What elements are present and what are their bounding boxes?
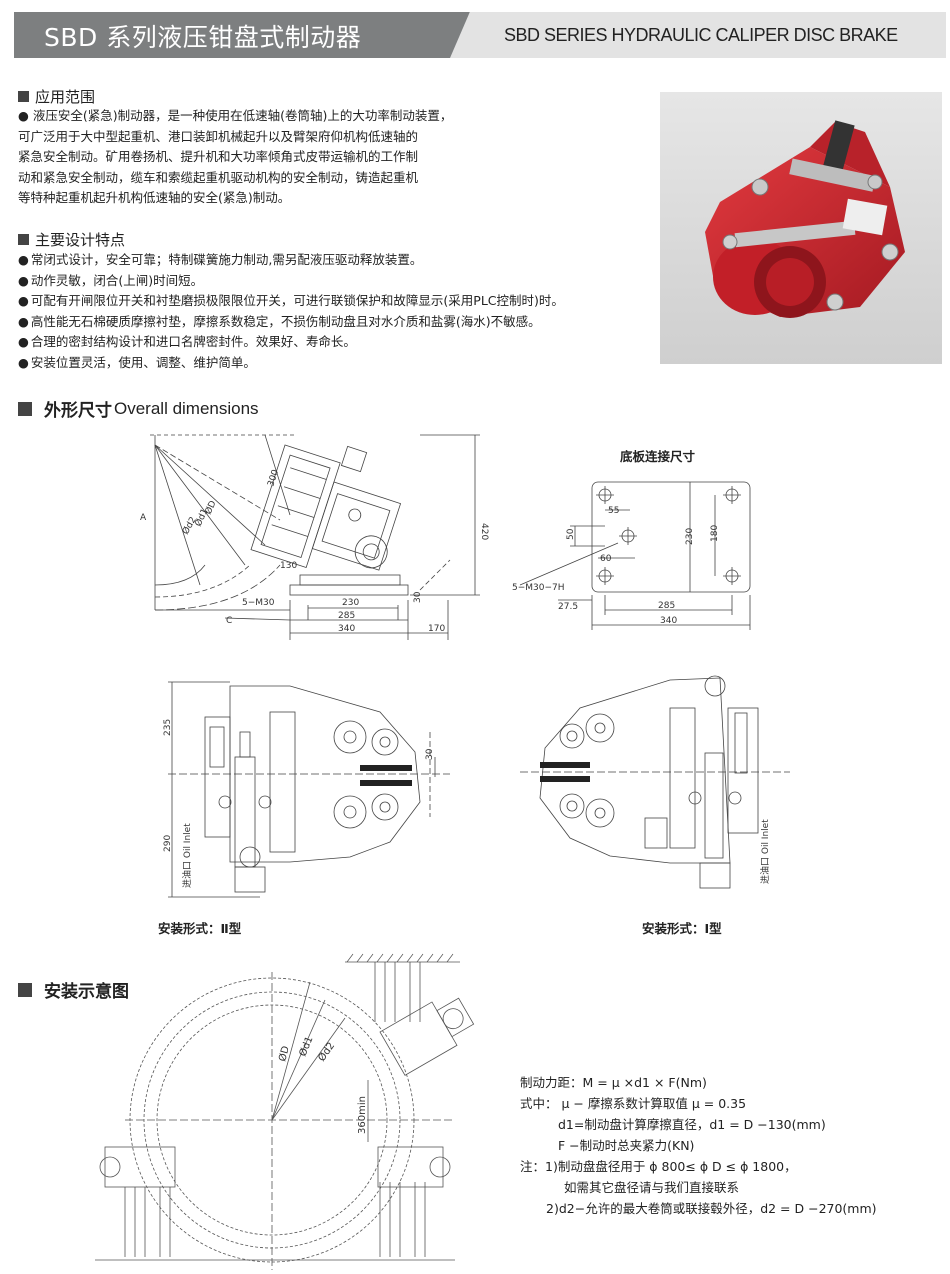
features-list: 常闭式设计，安全可靠；特制碟簧施力制动,需另配液压驱动释放装置。 动作灵敏，闭合… — [18, 250, 564, 373]
dim-420: 420 — [479, 523, 489, 540]
square-bullet-icon — [18, 401, 32, 416]
dim-235: 235 — [163, 719, 173, 736]
dim-230: 230 — [685, 528, 695, 545]
features-heading: 主要设计特点 — [18, 229, 125, 250]
dim-360: 360min — [357, 1096, 368, 1134]
header-title-en: SBD SERIES HYDRAULIC CALIPER DISC BRAKE — [504, 25, 898, 45]
type1-drawing: 进油口 Oil Inlet — [520, 675, 790, 889]
oil-inlet-label: 进油口 Oil Inlet — [759, 819, 771, 884]
dim-290: 290 — [163, 835, 173, 852]
dim-340: 340 — [660, 616, 677, 626]
installation-drawing: ØD Ød1 Ød2 360min — [95, 953, 475, 1270]
dimensions-heading: 外形尺寸 Overall dimensions — [18, 396, 259, 421]
header-title-en-banner: SBD SERIES HYDRAULIC CALIPER DISC BRAKE — [450, 12, 946, 58]
header-title-cn-banner: SBD 系列液压钳盘式制动器 — [14, 12, 470, 58]
square-bullet-icon — [18, 91, 29, 102]
dim-285: 285 — [658, 601, 675, 611]
brake-illustration — [660, 92, 942, 364]
dim-60: 60 — [600, 554, 612, 564]
base-plate-drawing: 55 50 60 230 180 5−M30−7H 27.5 285 340 — [512, 481, 751, 630]
bolt-label: 5−M30 — [242, 598, 275, 608]
dim-50: 50 — [566, 528, 576, 540]
oil-inlet-label: 进油口 Oil Inlet — [181, 823, 193, 888]
dim-55: 55 — [608, 506, 619, 516]
type1-caption: 安装形式：Ⅰ型 — [642, 921, 722, 936]
list-item: 常闭式设计，安全可靠；特制碟簧施力制动,需另配液压驱动释放装置。 — [18, 250, 564, 271]
dim-130: 130 — [280, 561, 297, 571]
side-view-drawing: A C ØD Ød1 Ød2 300 420 130 30 5−M30 230 … — [140, 434, 489, 640]
product-photo — [660, 92, 942, 364]
type2-drawing: 235 290 30 进油口 Oil Inlet — [163, 681, 450, 898]
dim-27-5: 27.5 — [558, 602, 578, 612]
base-plate-title: 底板连接尺寸 — [620, 449, 696, 464]
label-c: C — [226, 616, 232, 626]
dim-300: 300 — [266, 468, 281, 488]
label-d1: Ød1 — [297, 1035, 316, 1059]
list-item: 安装位置灵活，使用、调整、维护简单。 — [18, 353, 564, 374]
dim-180: 180 — [710, 525, 720, 542]
square-bullet-icon — [18, 234, 29, 245]
dim-170: 170 — [428, 624, 445, 634]
list-item: 高性能无石棉硬质摩擦衬垫，摩擦系数稳定，不损伤制动盘且对水介质和盐雾(海水)不敏… — [18, 312, 564, 333]
dim-230: 230 — [342, 598, 359, 608]
square-bullet-icon — [18, 982, 32, 997]
application-text: ● 液压安全(紧急)制动器，是一种使用在低速轴(卷筒轴)上的大功率制动装置， 可… — [18, 108, 453, 205]
list-item: 动作灵敏，闭合(上闸)时间短。 — [18, 271, 564, 292]
bolt-label: 5−M30−7H — [512, 583, 565, 593]
installation-heading: 安装示意图 — [18, 977, 129, 1002]
dim-285: 285 — [338, 611, 355, 621]
label-a: A — [140, 513, 147, 523]
dim-340: 340 — [338, 624, 355, 634]
type2-caption: 安装形式：Ⅱ型 — [158, 921, 242, 936]
dim-30: 30 — [425, 748, 435, 760]
list-item: 可配有开闸限位开关和衬垫磨损极限限位开关，可进行联锁保护和故障显示(采用PLC控… — [18, 291, 564, 312]
list-item: 合理的密封结构设计和进口名牌密封件。效果好、寿命长。 — [18, 332, 564, 353]
label-d: ØD — [276, 1044, 292, 1062]
header-title-cn: SBD 系列液压钳盘式制动器 — [44, 23, 362, 52]
label-d: ØD — [203, 499, 219, 516]
label-d2: Ød2 — [316, 1040, 338, 1064]
formula-block: 制动力距：M = μ ×d1 × F(Nm) 式中： μ − 摩擦系数计算取值 … — [520, 1075, 877, 1216]
application-heading: 应用范围 — [18, 86, 95, 107]
dim-30: 30 — [413, 591, 423, 603]
